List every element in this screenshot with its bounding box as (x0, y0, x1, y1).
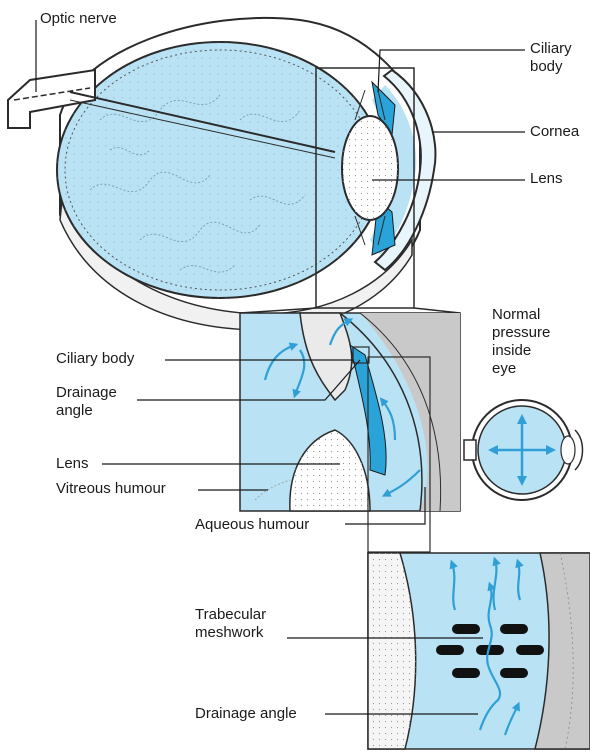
label-optic-nerve: Optic nerve (40, 10, 117, 28)
label-trabecular-meshwork: Trabecular meshwork (195, 606, 266, 642)
zoom-panel-meshwork (368, 552, 590, 749)
label-drainage-angle-bottom: Drainage angle (195, 705, 297, 723)
label-vitreous-humour: Vitreous humour (56, 480, 166, 498)
small-eye-pressure (464, 400, 583, 500)
label-lens-top: Lens (530, 170, 563, 188)
label-drainage-angle-mid: Drainage angle (56, 384, 117, 420)
label-cornea: Cornea (530, 123, 579, 141)
eyeball-cross-section (8, 18, 435, 330)
label-ciliary-body-mid: Ciliary body (56, 350, 134, 368)
label-normal-pressure: Normal pressure inside eye (492, 306, 550, 378)
label-ciliary-body-top: Ciliary body (530, 40, 572, 76)
label-aqueous-humour: Aqueous humour (195, 516, 309, 534)
label-lens-mid: Lens (56, 455, 89, 473)
